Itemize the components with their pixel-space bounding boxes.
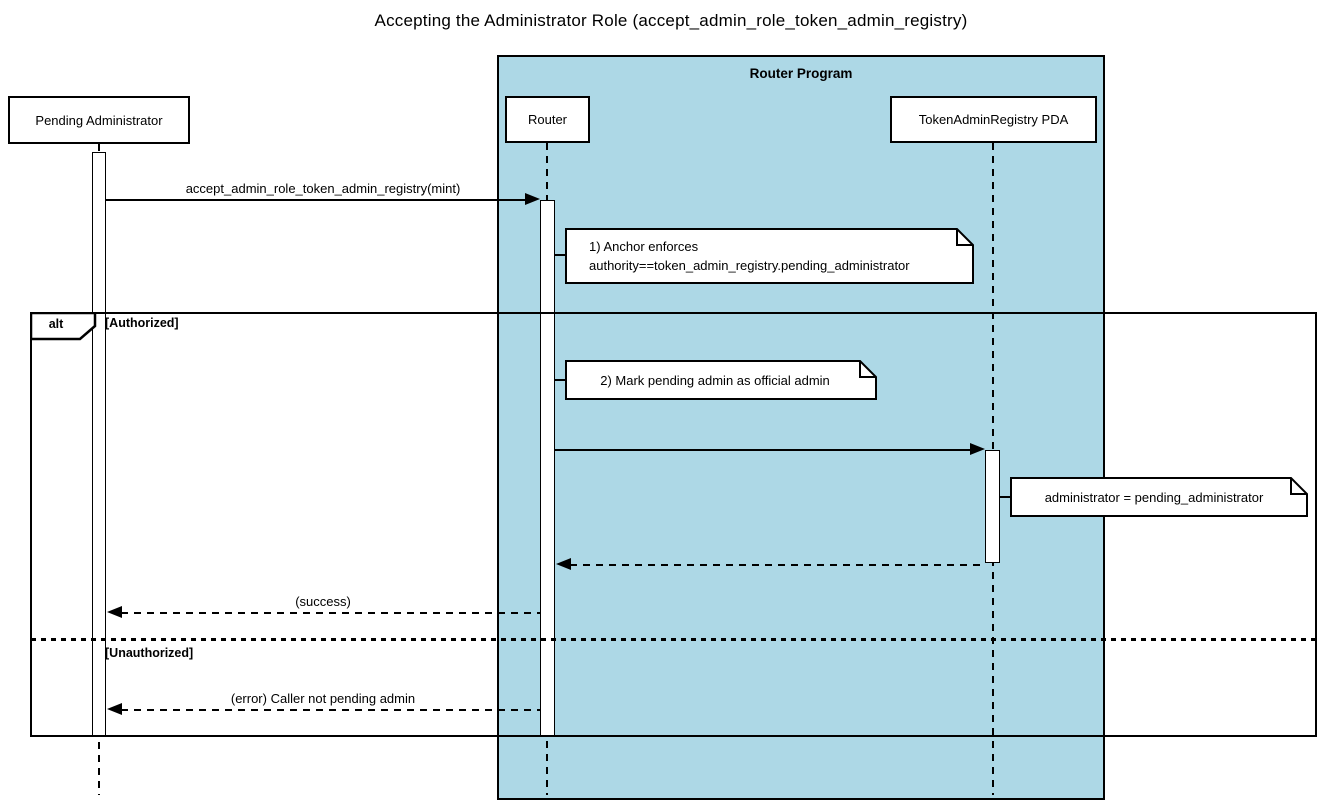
note2-connector xyxy=(555,379,567,381)
router-program-group xyxy=(497,55,1105,800)
note-anchor-enforces: 1) Anchor enforces authority==token_admi… xyxy=(565,228,975,285)
alt-operator-label: alt xyxy=(48,317,64,331)
arrowhead-left-icon xyxy=(107,606,122,618)
alt-divider xyxy=(31,638,1316,641)
guard-authorized: [Authorized] xyxy=(105,316,179,330)
note3-line1: administrator = pending_administrator xyxy=(1044,490,1264,505)
message-call-line xyxy=(106,199,528,201)
message-success-label: (success) xyxy=(295,594,351,609)
page-title: Accepting the Administrator Role (accept… xyxy=(374,11,968,30)
note1-line2: authority==token_admin_registry.pending_… xyxy=(589,258,910,273)
participant-label: TokenAdminRegistry PDA xyxy=(918,112,1069,127)
message-error-line xyxy=(121,709,540,711)
guard-unauthorized: [Unauthorized] xyxy=(105,646,194,660)
alt-operator-pentagon xyxy=(30,312,98,341)
participant-pending-administrator: Pending Administrator xyxy=(8,96,190,144)
alt-frame xyxy=(30,312,1317,737)
note1-connector xyxy=(555,254,567,256)
arrowhead-left-icon xyxy=(556,558,571,570)
arrowhead-left-icon xyxy=(107,703,122,715)
arrowhead-right-icon xyxy=(970,443,985,455)
message-error-label: (error) Caller not pending admin xyxy=(230,691,416,706)
message-success-line xyxy=(121,612,540,614)
note-administrator-assignment: administrator = pending_administrator xyxy=(1010,477,1308,518)
activation-token-admin-registry-pda xyxy=(985,450,1000,563)
group-label: Router Program xyxy=(749,66,853,81)
participant-label: Router xyxy=(527,112,568,127)
participant-label: Pending Administrator xyxy=(35,112,163,128)
note3-connector xyxy=(1000,496,1012,498)
note-mark-official-admin: 2) Mark pending admin as official admin xyxy=(565,360,877,401)
message-update-line xyxy=(555,449,971,451)
message-return-line xyxy=(570,564,985,566)
note2-line1: 2) Mark pending admin as official admin xyxy=(600,373,830,388)
participant-router: Router xyxy=(505,96,590,143)
participant-token-admin-registry-pda: TokenAdminRegistry PDA xyxy=(890,96,1097,143)
arrowhead-right-icon xyxy=(525,193,540,205)
note1-line1: 1) Anchor enforces xyxy=(589,239,699,254)
message-call-label: accept_admin_role_token_admin_registry(m… xyxy=(185,181,461,196)
